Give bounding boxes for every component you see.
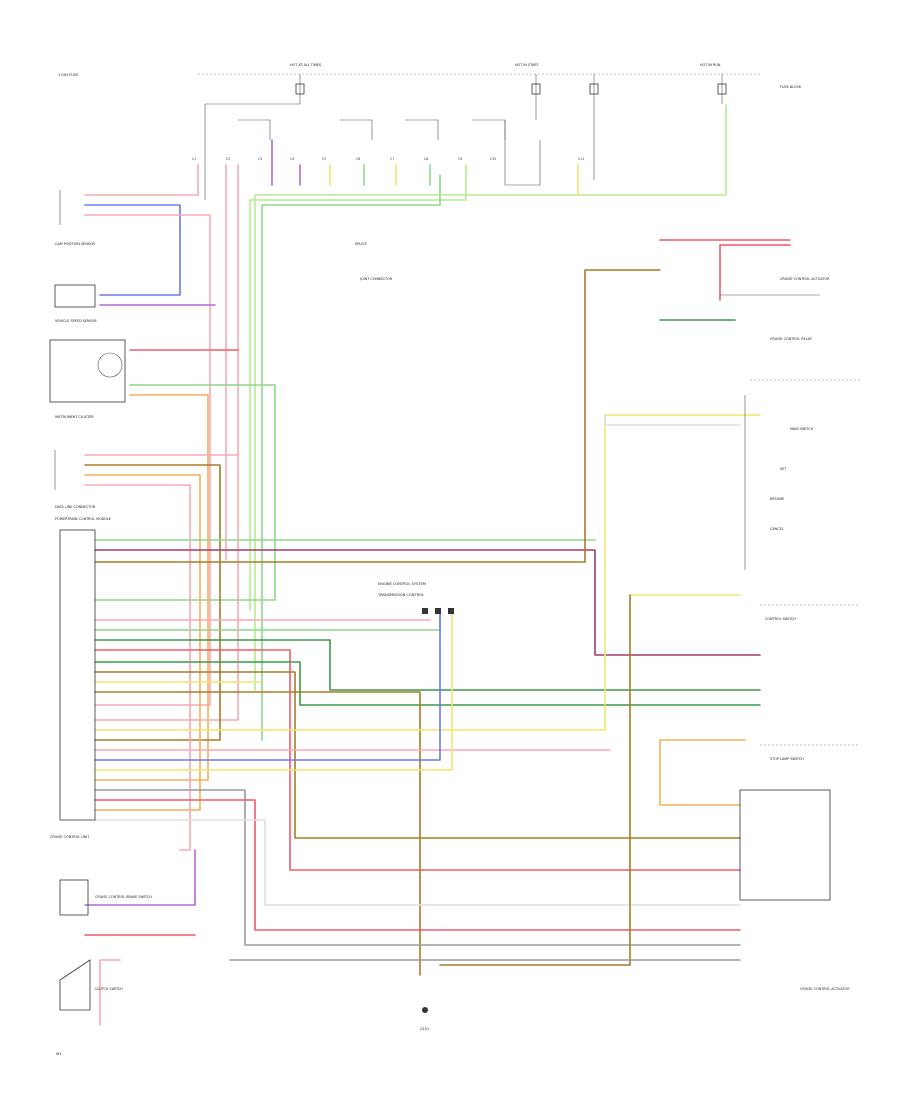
module-pin-3 (448, 608, 454, 614)
brake-switch: CRUISE CONTROL BRAKE SWITCH (59, 879, 152, 916)
connector-c2: C2 (226, 157, 230, 161)
splice-label: SPLICE (355, 242, 367, 246)
actuator-a-label: CRUISE CONTROL ACTUATOR (780, 277, 830, 281)
cam-sensor: CAM POSITION SENSOR (55, 190, 96, 246)
module-label: ENGINE CONTROL SYSTEM (378, 582, 426, 586)
connector-c4: C4 (290, 157, 294, 161)
fuse-label-2: HOT IN START (515, 63, 539, 67)
set-label: SET (780, 467, 787, 471)
module-pin-1 (422, 608, 428, 614)
right-components: CRUISE CONTROL ACTUATOR CRUISE CONTROL R… (720, 277, 860, 991)
center-labels: SPLICE JOINT CONNECTOR ENGINE CONTROL SY… (355, 242, 454, 1031)
connector-c5: C5 (322, 157, 326, 161)
top-connectors: C1 C2 C3 C4 C5 C6 C7 C8 C9 C10 C11 (192, 157, 584, 161)
pcm-unit: POWERTRAIN CONTROL MODULE CRUISE CONTROL… (50, 517, 111, 839)
actuator-b-label: CRUISE CONTROL ACTUATOR (800, 987, 850, 991)
fuse-label-1: HOT AT ALL TIMES (290, 63, 321, 67)
stop-lamp-label: STOP LAMP SWITCH (770, 757, 804, 761)
fuse-label-3: HOT IN RUN (700, 63, 721, 67)
control-switch-label: CONTROL SWITCH (765, 617, 796, 621)
cam-sensor-label: CAM POSITION SENSOR (55, 242, 96, 246)
data-link-connector: DATA LINK CONNECTOR (54, 450, 96, 509)
connector-c11: C11 (578, 157, 584, 161)
ground-label: G101 (420, 1027, 429, 1031)
connector-c1: C1 (192, 157, 196, 161)
connector-c6: C6 (356, 157, 360, 161)
pcm-label: POWERTRAIN CONTROL MODULE (55, 517, 111, 521)
clutch-switch: CLUTCH SWITCH (59, 959, 123, 1011)
connector-c7: C7 (390, 157, 394, 161)
instrument-cluster: INSTRUMENT CLUSTER (49, 339, 126, 419)
module-label-2: TRANSMISSION CONTROL (377, 593, 424, 597)
brake-switch-label: CRUISE CONTROL BRAKE SWITCH (95, 895, 152, 899)
cluster-label: INSTRUMENT CLUSTER (55, 415, 94, 419)
joint-label: JOINT CONNECTOR (359, 277, 393, 281)
connector-c10: C10 (490, 157, 496, 161)
resume-label: RESUME (770, 497, 784, 501)
vehicle-speed-label: VEHICLE SPEED SENSOR (55, 319, 97, 323)
top-connector-row (204, 103, 595, 200)
clutch-switch-label: CLUTCH SWITCH (95, 987, 123, 991)
ground-point (422, 1007, 428, 1013)
connector-c8: C8 (424, 157, 428, 161)
wire-harness (84, 104, 791, 1026)
vehicle-speed-sensor: VEHICLE SPEED SENSOR (54, 284, 97, 323)
connector-c9: C9 (458, 157, 462, 161)
relay-label: CRUISE CONTROL RELAY (770, 337, 813, 341)
data-link-label: DATA LINK CONNECTOR (55, 505, 96, 509)
figure-code: W1 (56, 1052, 62, 1056)
pcm-box-label: CRUISE CONTROL UNIT (50, 835, 90, 839)
module-pin-2 (435, 608, 441, 614)
main-switch-label: MAIN SWITCH (790, 427, 814, 431)
fuse-block-label: FUSE BLOCK (780, 85, 802, 89)
cancel-label: CANCEL (770, 527, 784, 531)
connector-c3: C3 (258, 157, 262, 161)
fuse-title: 1 IGN FUSE (58, 73, 79, 77)
fuse-drops (295, 74, 727, 104)
